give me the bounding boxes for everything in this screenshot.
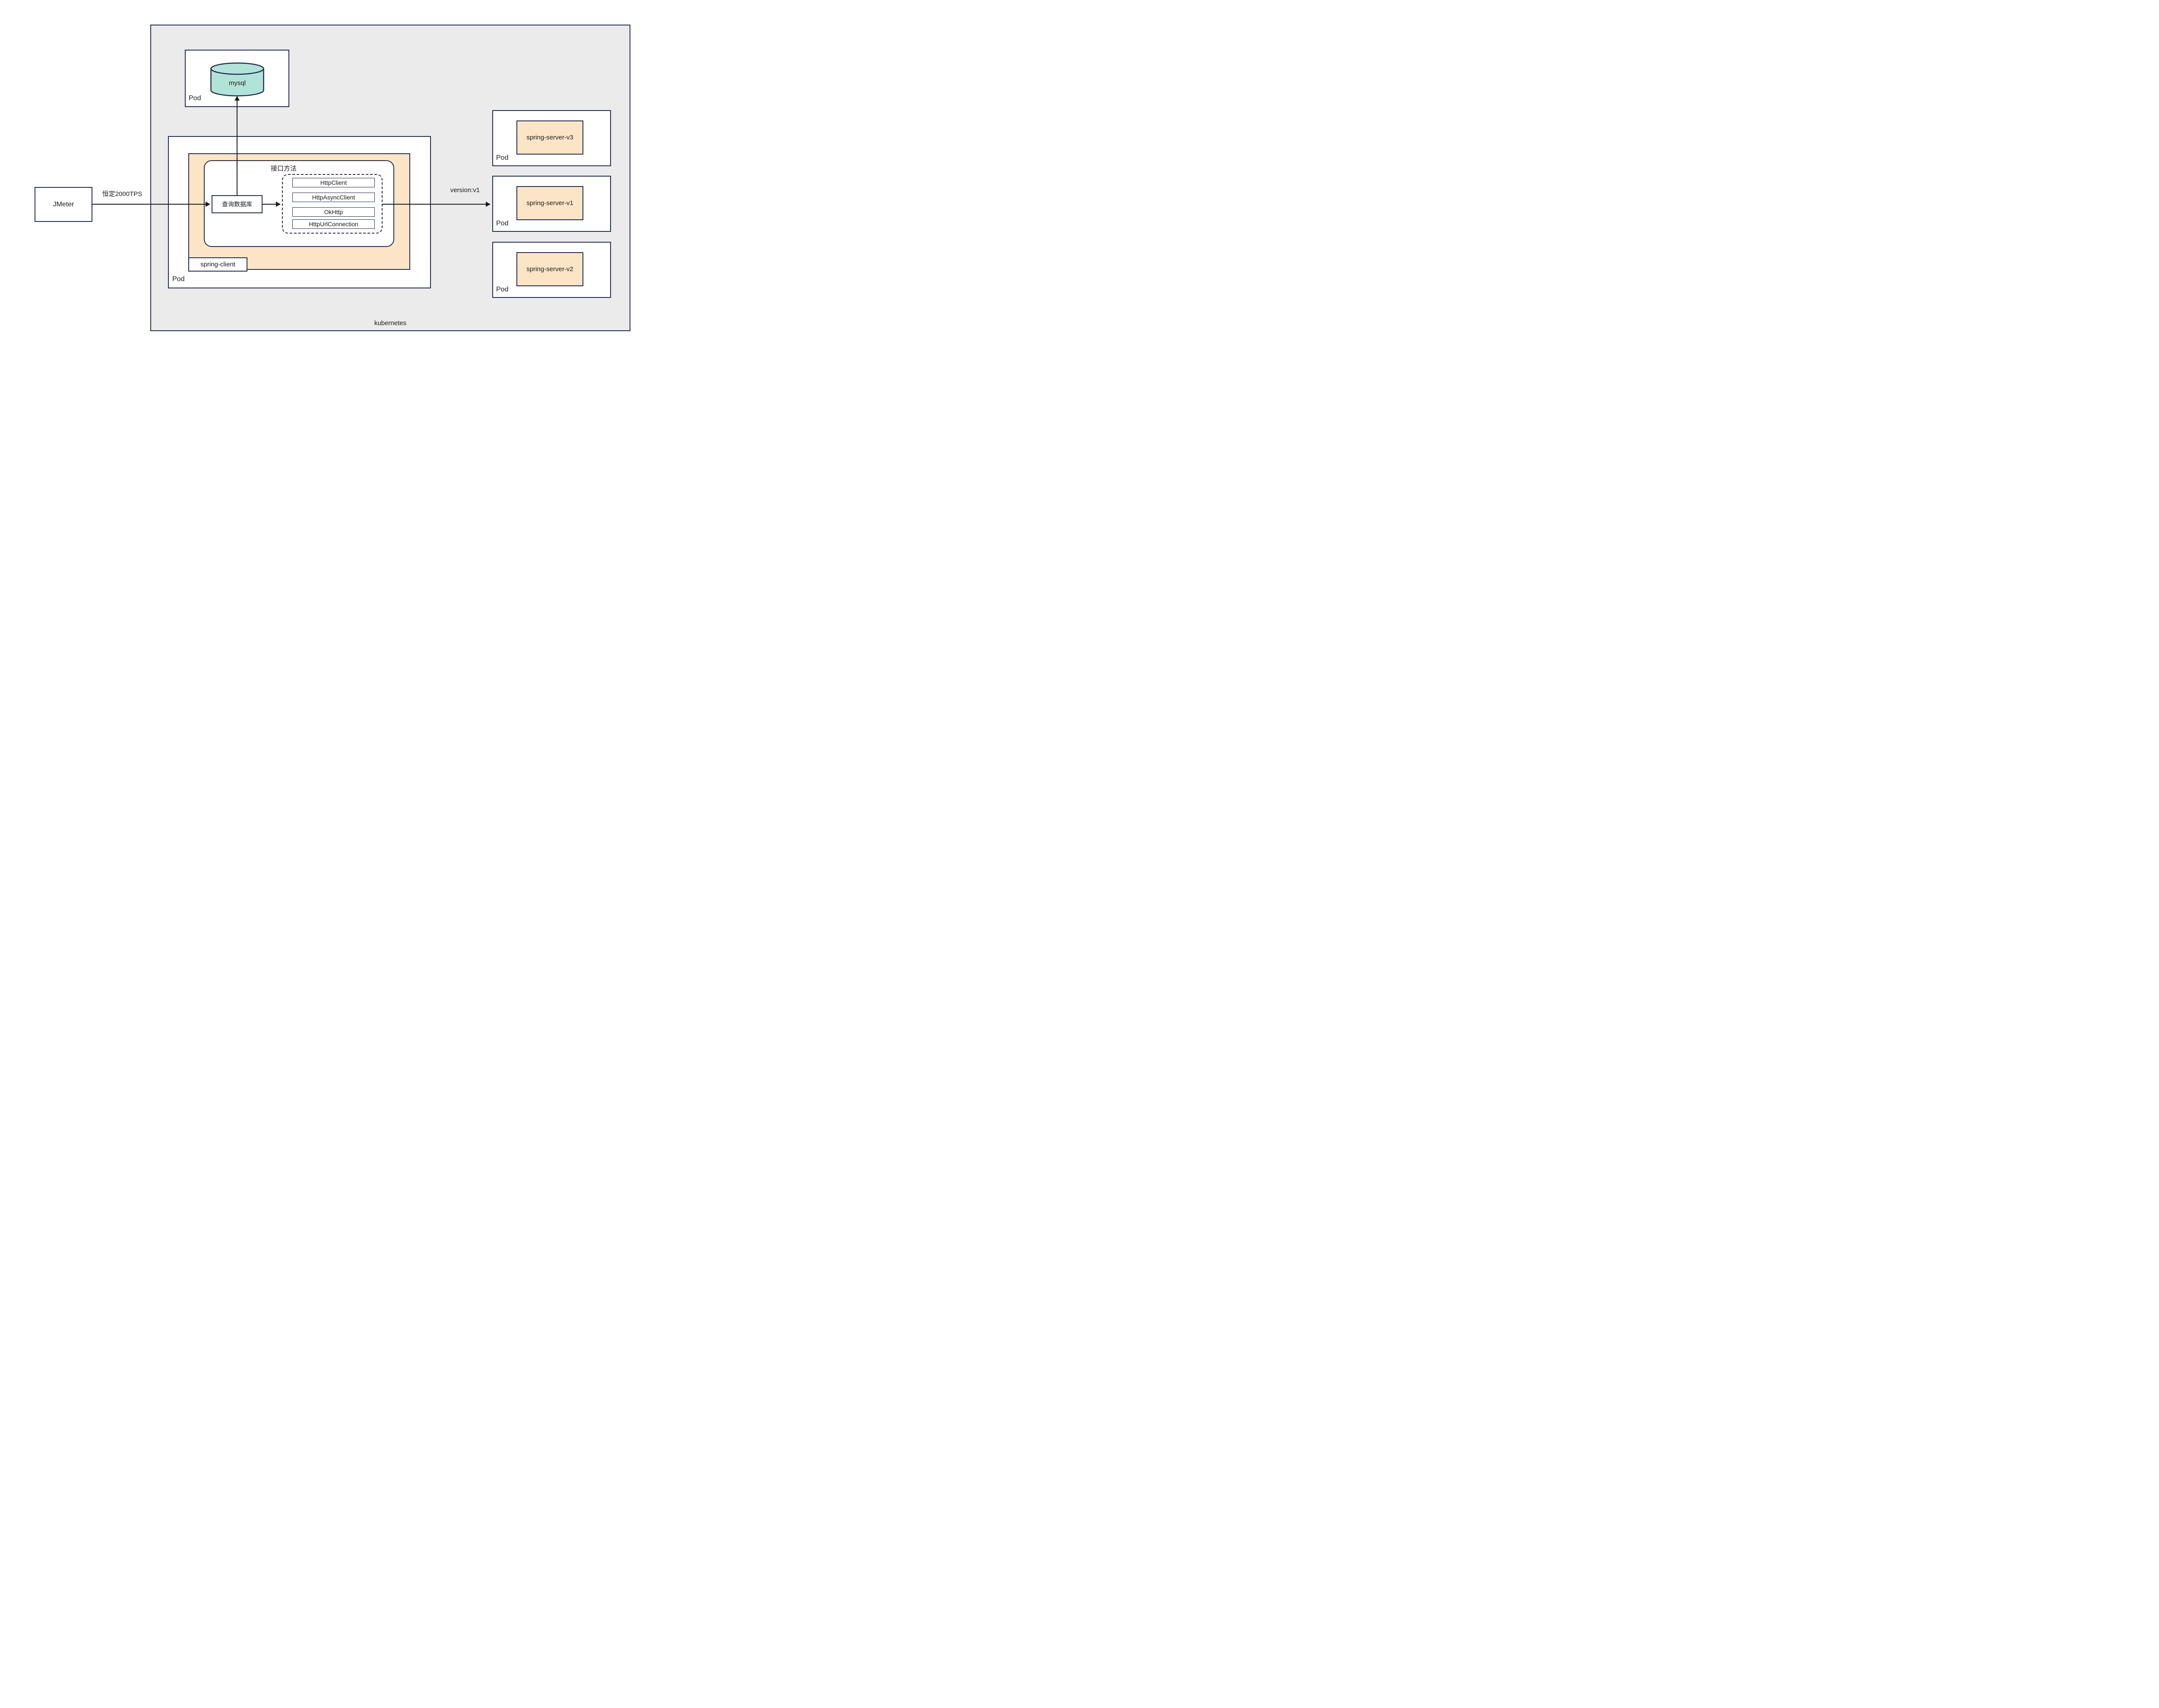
arrow-query-to-mysql-arrowhead-icon xyxy=(234,96,240,101)
spring-client-label: spring-client xyxy=(200,261,235,268)
query-database-node: 查询数据库 xyxy=(212,195,263,213)
jmeter-node: JMeter xyxy=(35,187,92,222)
tps-label: 恒定2000TPS xyxy=(102,190,142,198)
version-label: version:v1 xyxy=(450,187,480,194)
arrow-clients-to-server-arrowhead-icon xyxy=(486,202,491,207)
mysql-pod-label: Pod xyxy=(189,95,201,102)
query-database-label: 查询数据库 xyxy=(222,201,252,208)
mysql-label: mysql xyxy=(229,79,246,87)
arrow-jmeter-to-query-arrowhead-icon xyxy=(206,202,210,207)
http-url-connection-item: HttpUrlConnection xyxy=(292,219,375,229)
spring-client-tag: spring-client xyxy=(188,257,247,272)
okhttp-item: OkHttp xyxy=(292,207,375,217)
interface-methods-title: 接口方法 xyxy=(270,165,297,172)
http-client-label: HttpClient xyxy=(320,179,347,186)
jmeter-label: JMeter xyxy=(53,200,74,208)
arrow-clients-to-server-line xyxy=(383,204,486,205)
spring-server-v3-node: spring-server-v3 xyxy=(516,120,583,155)
spring-client-pod-label: Pod xyxy=(172,275,185,283)
spring-server-v1-pod-label: Pod xyxy=(496,220,509,227)
spring-server-v3-label: spring-server-v3 xyxy=(526,134,573,141)
arrow-jmeter-to-query-line xyxy=(92,204,206,205)
http-clients-group-box xyxy=(282,174,383,234)
architecture-diagram: kubernetes JMeter 恒定2000TPS Pod mysql Po… xyxy=(0,0,677,364)
spring-server-v2-node: spring-server-v2 xyxy=(516,252,583,286)
spring-server-v1-label: spring-server-v1 xyxy=(526,199,573,207)
spring-server-v2-pod-label: Pod xyxy=(496,286,509,293)
okhttp-label: OkHttp xyxy=(324,209,343,215)
spring-server-v3-pod-label: Pod xyxy=(496,154,509,161)
mysql-database-cylinder-icon: mysql xyxy=(210,62,264,97)
http-async-client-item: HttpAsyncClient xyxy=(292,193,375,202)
http-async-client-label: HttpAsyncClient xyxy=(312,194,355,201)
arrow-query-to-clients-arrowhead-icon xyxy=(276,202,281,207)
http-client-item: HttpClient xyxy=(292,178,375,187)
http-url-connection-label: HttpUrlConnection xyxy=(309,221,358,228)
spring-server-v1-node: spring-server-v1 xyxy=(516,186,583,220)
kubernetes-label: kubernetes xyxy=(374,319,407,327)
arrow-query-to-clients-line xyxy=(263,204,276,205)
spring-server-v2-label: spring-server-v2 xyxy=(526,266,573,273)
